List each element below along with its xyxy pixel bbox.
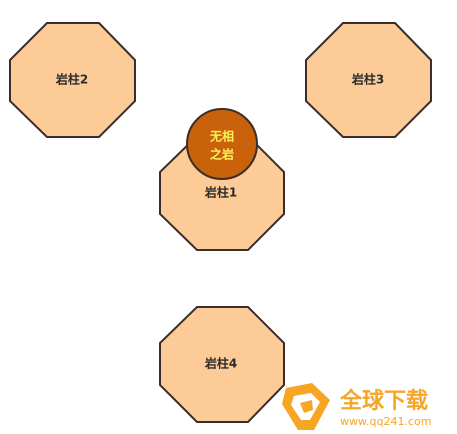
pillar-2: 岩柱2: [9, 22, 136, 138]
pillar-4-octagon: [159, 306, 285, 423]
pillar-1-label: 岩柱1: [204, 185, 237, 200]
watermark-title: 全球下载: [339, 388, 428, 414]
pillar-1-octagon: [159, 135, 285, 251]
pillar-2-label: 岩柱2: [55, 72, 88, 87]
pillar-3: 岩柱3: [305, 22, 432, 138]
formless-rock: 无相 之岩: [186, 108, 258, 180]
watermark-url: www.qq241.com: [340, 415, 431, 428]
formless-rock-label-line2: 之岩: [210, 147, 234, 162]
pillar-3-label: 岩柱3: [351, 72, 384, 87]
watermark-logo-icon: [282, 383, 330, 430]
pillar-3-octagon: [305, 22, 432, 138]
site-watermark: 全球下载 www.qq241.com: [282, 383, 431, 430]
pillar-4: 岩柱4: [159, 306, 285, 423]
formless-rock-circle: [186, 108, 258, 180]
pillar-1: 岩柱1: [159, 135, 285, 251]
pillar-4-label: 岩柱4: [204, 356, 237, 371]
pillar-2-octagon: [9, 22, 136, 138]
formless-rock-label-line1: 无相: [209, 129, 234, 144]
